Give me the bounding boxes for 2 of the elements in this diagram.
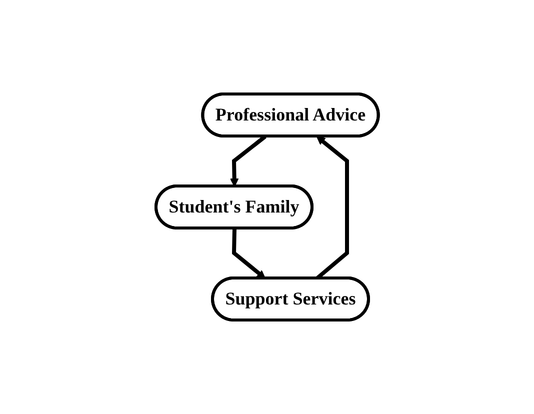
arrow	[230, 134, 266, 187]
arrow	[232, 228, 266, 279]
